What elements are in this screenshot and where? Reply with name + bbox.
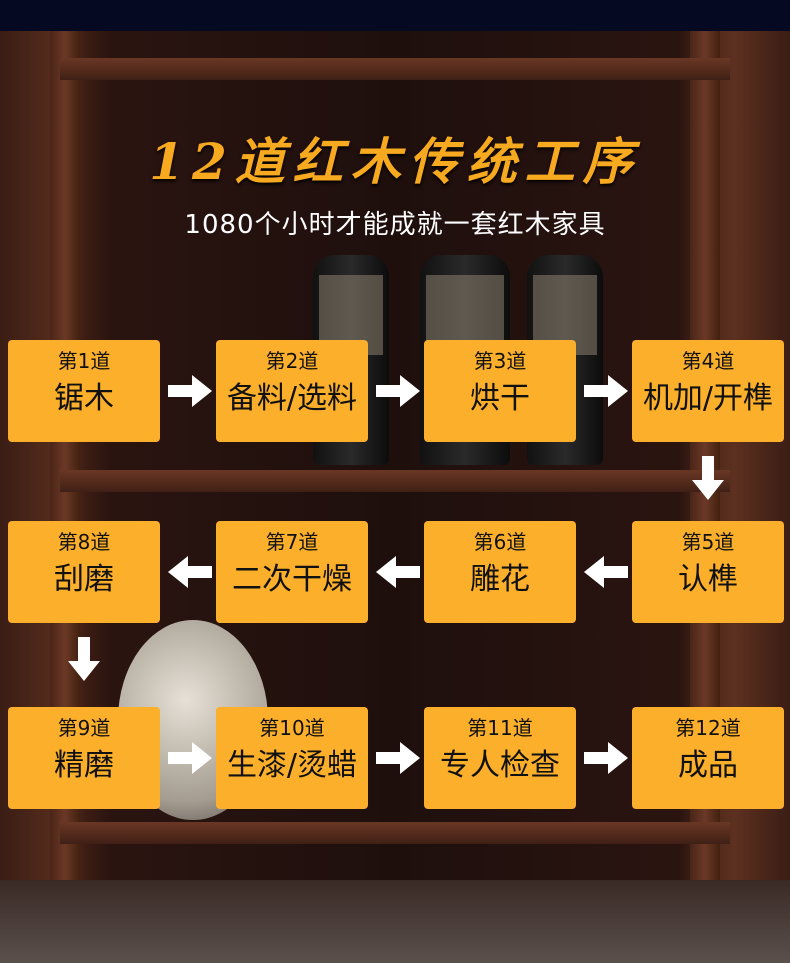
arrow-left-icon (168, 556, 212, 588)
step-box-2: 第2道备料/选料 (216, 340, 368, 442)
step-box-11: 第11道专人检查 (424, 707, 576, 809)
step-number: 第5道 (681, 530, 735, 554)
floor (0, 880, 790, 963)
step-number: 第6道 (473, 530, 527, 554)
step-number: 第1道 (57, 349, 111, 373)
step-number: 第8道 (57, 530, 111, 554)
step-label: 机加/开榫 (642, 381, 774, 416)
arrow-left-icon (584, 556, 628, 588)
step-label: 精磨 (54, 748, 114, 783)
arrow-down-icon (68, 637, 100, 681)
arrow-right-icon (168, 742, 212, 774)
step-box-5: 第5道认榫 (632, 521, 784, 623)
step-number: 第3道 (473, 349, 527, 373)
step-number: 第4道 (681, 349, 735, 373)
step-label: 雕花 (470, 562, 530, 597)
arrow-right-icon (168, 375, 212, 407)
step-box-6: 第6道雕花 (424, 521, 576, 623)
step-label: 烘干 (470, 381, 530, 416)
step-label: 锯木 (54, 381, 114, 416)
step-box-12: 第12道成品 (632, 707, 784, 809)
shelf (60, 58, 730, 80)
step-label: 生漆/烫蜡 (226, 748, 358, 783)
step-label: 备料/选料 (226, 381, 358, 416)
step-box-10: 第10道生漆/烫蜡 (216, 707, 368, 809)
step-box-3: 第3道烘干 (424, 340, 576, 442)
step-box-9: 第9道精磨 (8, 707, 160, 809)
step-number: 第9道 (57, 716, 111, 740)
step-number: 第2道 (265, 349, 319, 373)
page-title: 12道红木传统工序 (149, 132, 641, 191)
step-box-7: 第7道二次干燥 (216, 521, 368, 623)
step-label: 刮磨 (54, 562, 114, 597)
step-label: 成品 (678, 748, 738, 783)
shelf (60, 470, 730, 492)
top-bar (0, 0, 790, 31)
page-subtitle: 1080个小时才能成就一套红木家具 (184, 210, 606, 240)
arrow-right-icon (376, 742, 420, 774)
step-label: 专人检查 (440, 748, 560, 783)
arrow-right-icon (584, 742, 628, 774)
step-label: 认榫 (678, 562, 738, 597)
arrow-down-icon (692, 456, 724, 500)
step-number: 第12道 (675, 716, 741, 740)
step-box-8: 第8道刮磨 (8, 521, 160, 623)
step-number: 第10道 (259, 716, 325, 740)
step-box-1: 第1道锯木 (8, 340, 160, 442)
arrow-right-icon (376, 375, 420, 407)
shelf (60, 822, 730, 844)
step-label: 二次干燥 (232, 562, 352, 597)
arrow-right-icon (584, 375, 628, 407)
step-box-4: 第4道机加/开榫 (632, 340, 784, 442)
arrow-left-icon (376, 556, 420, 588)
step-number: 第7道 (265, 530, 319, 554)
step-number: 第11道 (467, 716, 533, 740)
